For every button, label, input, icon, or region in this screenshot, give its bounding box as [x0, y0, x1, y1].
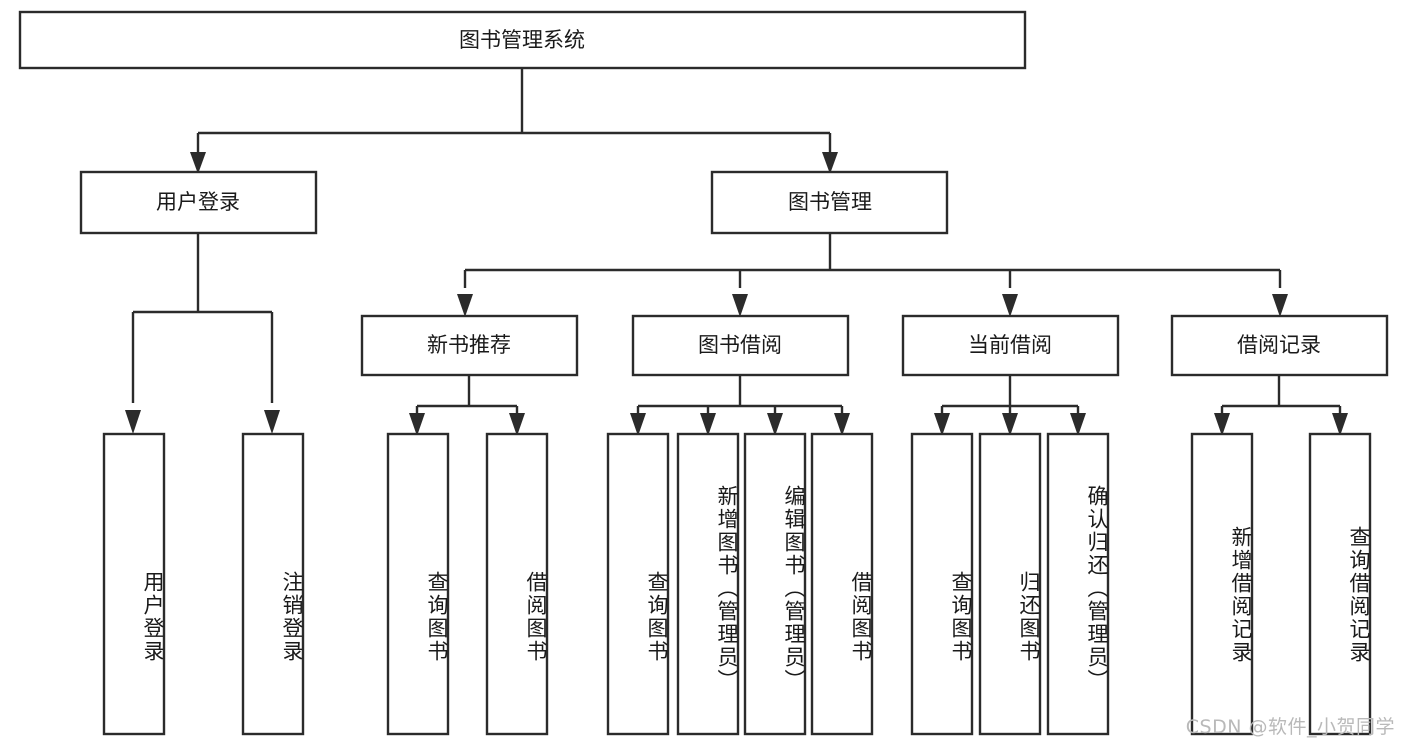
node-current-borrow-label: 当前借阅 — [968, 333, 1052, 357]
arrow-head-icon — [1002, 294, 1018, 317]
connector-bookmgmt-to-level2 — [457, 233, 1288, 317]
node-book-borrow-label: 图书借阅 — [698, 333, 782, 357]
node-root-system[interactable]: 图书管理系统 — [18, 10, 1027, 70]
arrow-head-icon — [1070, 413, 1086, 436]
arrow-head-icon — [1002, 413, 1018, 436]
leaf-box-borrow-edit[interactable] — [743, 432, 807, 736]
node-user-login-label: 用户登录 — [156, 190, 240, 214]
node-current-borrow[interactable]: 当前借阅 — [901, 314, 1120, 377]
arrow-head-icon — [125, 410, 141, 434]
arrow-head-icon — [822, 152, 838, 174]
arrow-head-icon — [767, 413, 783, 436]
connector-bookborrow-to-leaves — [630, 375, 850, 436]
node-book-borrow[interactable]: 图书借阅 — [631, 314, 850, 377]
arrow-head-icon — [700, 413, 716, 436]
leaf-box-current-query[interactable] — [910, 432, 974, 736]
leaf-box-current-confirm[interactable] — [1046, 432, 1110, 736]
node-borrow-record-label: 借阅记录 — [1237, 333, 1321, 357]
arrow-head-icon — [732, 294, 748, 317]
leaf-box-record-query[interactable] — [1308, 432, 1372, 736]
arrow-head-icon — [1214, 413, 1230, 436]
connector-userlogin-to-leaves — [125, 233, 280, 434]
leaf-box-user-login-logout[interactable] — [241, 432, 305, 736]
connector-currentborrow-to-leaves — [934, 375, 1086, 436]
leaf-box-borrow-lend[interactable] — [810, 432, 874, 736]
leaf-box-recommend-query[interactable] — [386, 432, 450, 736]
node-new-book-recommend[interactable]: 新书推荐 — [360, 314, 579, 377]
node-book-management[interactable]: 图书管理 — [710, 170, 949, 235]
leaf-box-borrow-query[interactable] — [606, 432, 670, 736]
arrow-head-icon — [190, 152, 206, 174]
arrow-head-icon — [834, 413, 850, 436]
connector-root-to-level1 — [190, 68, 838, 174]
leaf-box-record-add[interactable] — [1190, 432, 1254, 736]
leaf-box-borrow-add[interactable] — [676, 432, 740, 736]
arrow-head-icon — [1332, 413, 1348, 436]
node-new-book-recommend-label: 新书推荐 — [427, 333, 511, 357]
arrow-head-icon — [457, 294, 473, 317]
arrow-head-icon — [264, 410, 280, 434]
arrow-head-icon — [1272, 294, 1288, 317]
node-root-label: 图书管理系统 — [459, 28, 585, 52]
csdn-watermark: CSDN @软件_小贺同学 — [1185, 716, 1395, 738]
connector-borrowrecord-to-leaves — [1214, 375, 1348, 436]
node-borrow-record[interactable]: 借阅记录 — [1170, 314, 1389, 377]
arrow-head-icon — [409, 413, 425, 436]
leaf-box-current-return[interactable] — [978, 432, 1042, 736]
leaf-box-user-login-login[interactable] — [102, 432, 166, 736]
arrow-head-icon — [934, 413, 950, 436]
connector-newbook-to-leaves — [409, 375, 525, 436]
arrow-head-icon — [630, 413, 646, 436]
arrow-head-icon — [509, 413, 525, 436]
node-book-management-label: 图书管理 — [788, 190, 872, 214]
node-user-login[interactable]: 用户登录 — [79, 170, 318, 235]
leaf-box-recommend-borrow[interactable] — [485, 432, 549, 736]
